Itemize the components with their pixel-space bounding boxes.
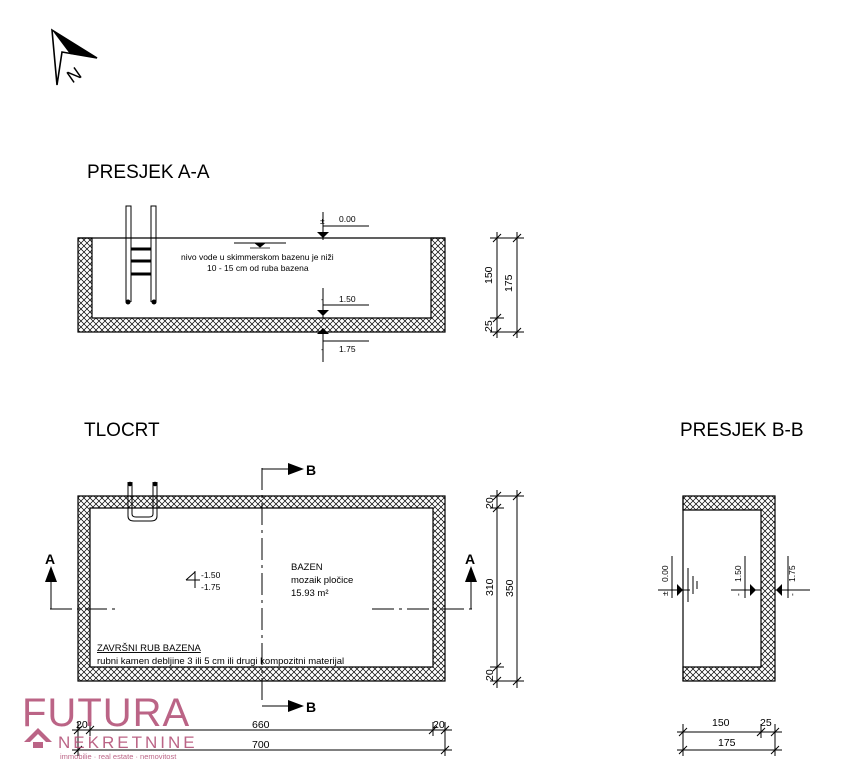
watermark-logo: FUTURA NEKRETNINE immobilie · real estat… xyxy=(22,691,198,761)
cut-a-right-marker: A xyxy=(465,551,477,609)
svg-text:A: A xyxy=(45,551,55,567)
water-note-line2: 10 - 15 cm od ruba bazena xyxy=(207,263,309,273)
svg-text:±: ± xyxy=(320,216,325,226)
svg-text:-: - xyxy=(733,593,743,596)
dim-total-aa: 175 xyxy=(503,274,515,292)
plan-level-upper: -1.50 xyxy=(201,570,221,580)
dim-total-bb: 175 xyxy=(718,737,736,749)
room-finish: mozaik pločice xyxy=(291,575,353,586)
dim-wall-left: 20 xyxy=(76,719,88,731)
plan-title: TLOCRT xyxy=(84,420,160,441)
water-note-line1: nivo vode u skimmerskom bazenu je niži xyxy=(181,252,334,262)
cut-a-left-marker: A xyxy=(45,551,57,609)
svg-text:B: B xyxy=(306,462,316,478)
level-symbol-icon xyxy=(185,571,200,588)
dim-depth-aa: 150 xyxy=(483,266,495,284)
dim-outer-width: 350 xyxy=(504,579,516,597)
dim-wall-top: 20 xyxy=(484,497,496,509)
svg-text:-: - xyxy=(787,593,797,596)
dimension-chain-bb xyxy=(677,724,782,756)
edge-title: ZAVRŠNI RUB BAZENA xyxy=(97,643,201,654)
dim-wall-bottom: 20 xyxy=(484,669,496,681)
bb-level-top: 0.00 ± xyxy=(658,556,690,598)
svg-text:1.50: 1.50 xyxy=(339,294,356,304)
level-marker-mid: - 1.50 xyxy=(317,288,369,318)
dim-floor-aa: 25 xyxy=(483,320,495,332)
dim-inner-width: 310 xyxy=(484,578,496,596)
watermark-brand: FUTURA xyxy=(22,691,190,735)
cut-b-top-marker: B xyxy=(262,462,316,478)
svg-text:0.00: 0.00 xyxy=(339,214,356,224)
dim-depth-bb: 150 xyxy=(712,717,730,729)
dimension-chain-plan-horizontal xyxy=(72,722,452,756)
dim-total-length: 700 xyxy=(252,739,270,751)
water-level-icon xyxy=(234,242,286,249)
svg-text:-: - xyxy=(321,294,324,304)
svg-text:1.50: 1.50 xyxy=(733,565,743,582)
ladder-plan-icon xyxy=(127,481,158,522)
svg-text:0.00: 0.00 xyxy=(660,565,670,582)
edge-description: rubni kamen debljine 3 ili 5 cm ili drug… xyxy=(97,656,344,667)
house-icon xyxy=(24,728,52,748)
room-area: 15.93 m² xyxy=(291,588,329,599)
section-bb: PRESJEK B-B 0.00 ± 1.50 - 1. xyxy=(658,420,810,756)
dim-inner-length: 660 xyxy=(252,719,270,731)
section-aa-title: PRESJEK A-A xyxy=(87,162,210,183)
bb-level-bottom: 1.75 - xyxy=(775,556,810,598)
cut-b-bottom-marker: B xyxy=(262,699,316,715)
pool-shell-plan xyxy=(77,495,446,682)
room-name: BAZEN xyxy=(291,562,323,573)
section-bb-title: PRESJEK B-B xyxy=(680,420,804,441)
section-aa: PRESJEK A-A nivo vode u skimmerskom baze… xyxy=(77,162,524,362)
svg-text:±: ± xyxy=(660,591,670,596)
north-label: N xyxy=(63,63,85,87)
watermark-tagline: immobilie · real estate · nemovitost xyxy=(60,752,177,761)
dimension-chain-plan-vertical xyxy=(490,490,524,688)
level-marker-top: ± 0.00 xyxy=(317,212,369,240)
watermark-sub: NEKRETNINE xyxy=(58,733,198,752)
svg-text:-: - xyxy=(321,344,324,354)
bb-level-mid: 1.50 - xyxy=(731,556,761,598)
dim-wall-right: 20 xyxy=(433,719,445,731)
water-level-vertical-icon xyxy=(687,568,698,602)
ladder-icon xyxy=(125,205,157,305)
north-arrow-icon: N xyxy=(51,28,98,87)
svg-text:A: A xyxy=(465,551,475,567)
dimension-chain-aa xyxy=(490,232,524,338)
svg-text:1.75: 1.75 xyxy=(339,344,356,354)
dim-floor-bb: 25 xyxy=(760,717,772,729)
svg-text:1.75: 1.75 xyxy=(787,565,797,582)
plan-level-lower: -1.75 xyxy=(201,582,221,592)
level-marker-bottom: - 1.75 xyxy=(317,328,369,362)
svg-text:B: B xyxy=(306,699,316,715)
plan-view: TLOCRT B B A xyxy=(45,420,524,756)
